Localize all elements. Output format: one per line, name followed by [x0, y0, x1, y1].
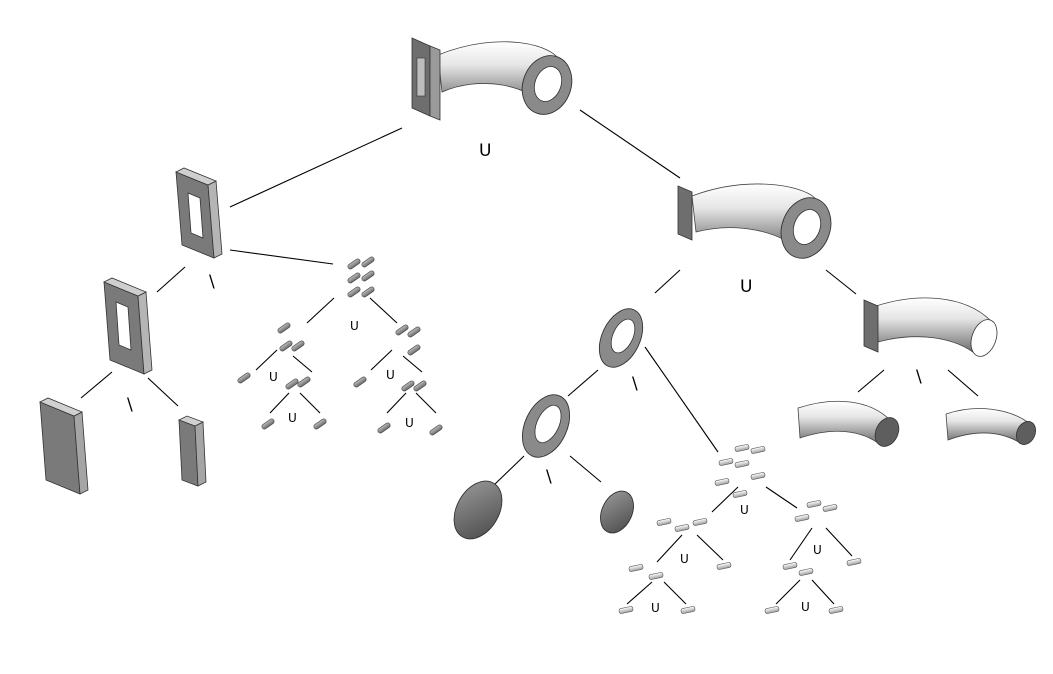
bolt-cluster-right-top	[714, 443, 766, 499]
edge	[567, 369, 599, 397]
bolt-cluster-right-b	[764, 499, 862, 615]
bolt-cluster-a	[236, 321, 328, 431]
edge	[229, 127, 403, 208]
edge	[369, 297, 398, 324]
edge	[415, 392, 437, 414]
edge	[644, 346, 719, 453]
edge	[306, 297, 335, 324]
operator-union: U	[801, 600, 810, 614]
operator-difference: \	[127, 395, 133, 415]
operator-difference: \	[546, 467, 552, 487]
edge	[229, 249, 334, 265]
edge	[255, 349, 278, 371]
right-elbow-pipe	[677, 183, 832, 259]
operator-union: U	[740, 277, 752, 297]
edge	[811, 579, 835, 605]
operator-union: U	[680, 552, 689, 566]
edge	[656, 534, 683, 563]
washer-ring	[521, 394, 571, 458]
edge	[269, 392, 290, 414]
edge	[775, 579, 801, 605]
operator-difference: \	[632, 374, 638, 394]
bolt-cluster-right-a	[618, 517, 732, 615]
edge	[696, 534, 724, 561]
edge	[579, 109, 681, 179]
operator-union: U	[651, 601, 660, 615]
operator-union: U	[479, 141, 491, 161]
bolt-cluster-top	[346, 255, 376, 299]
edge	[626, 581, 653, 605]
operator-union: U	[813, 543, 822, 557]
edge	[80, 371, 113, 399]
edge	[789, 527, 813, 561]
operator-union: U	[269, 370, 278, 384]
round-flange	[598, 308, 644, 368]
edge	[370, 349, 393, 371]
edge	[386, 392, 407, 414]
edge	[299, 392, 321, 414]
operator-difference: \	[209, 272, 215, 292]
operator-union: U	[386, 368, 395, 382]
edge	[663, 581, 687, 605]
tree-edges	[80, 109, 979, 605]
edge	[857, 369, 885, 393]
edge	[825, 527, 853, 557]
operator-union: U	[740, 503, 749, 517]
edge	[292, 355, 313, 373]
edge	[147, 377, 179, 407]
edge	[765, 486, 798, 509]
operator-union: U	[405, 416, 414, 430]
operator-union: U	[288, 411, 297, 425]
bent-pipe	[863, 297, 998, 357]
rectangular-frame	[103, 277, 153, 375]
rectangular-flange	[175, 167, 223, 259]
solid-block	[39, 397, 89, 495]
edge	[825, 269, 857, 295]
bent-pipe-left	[797, 400, 900, 447]
edge	[156, 266, 186, 293]
edge	[569, 455, 602, 483]
root-elbow-pipe	[411, 37, 573, 121]
operator-union: U	[350, 319, 359, 333]
edge	[402, 355, 423, 373]
operator-difference: \	[916, 367, 922, 387]
edge	[654, 269, 681, 294]
solid-disk	[453, 480, 503, 540]
edge	[947, 369, 979, 397]
thin-block	[178, 415, 207, 487]
edge	[711, 486, 739, 513]
operator-labels: U \ \ U U U U U U \ \ \ U U U U U	[127, 141, 922, 615]
bent-pipe-right	[945, 408, 1037, 445]
small-disk	[600, 490, 634, 534]
edge	[493, 455, 525, 486]
bolt-cluster-b	[352, 323, 444, 437]
